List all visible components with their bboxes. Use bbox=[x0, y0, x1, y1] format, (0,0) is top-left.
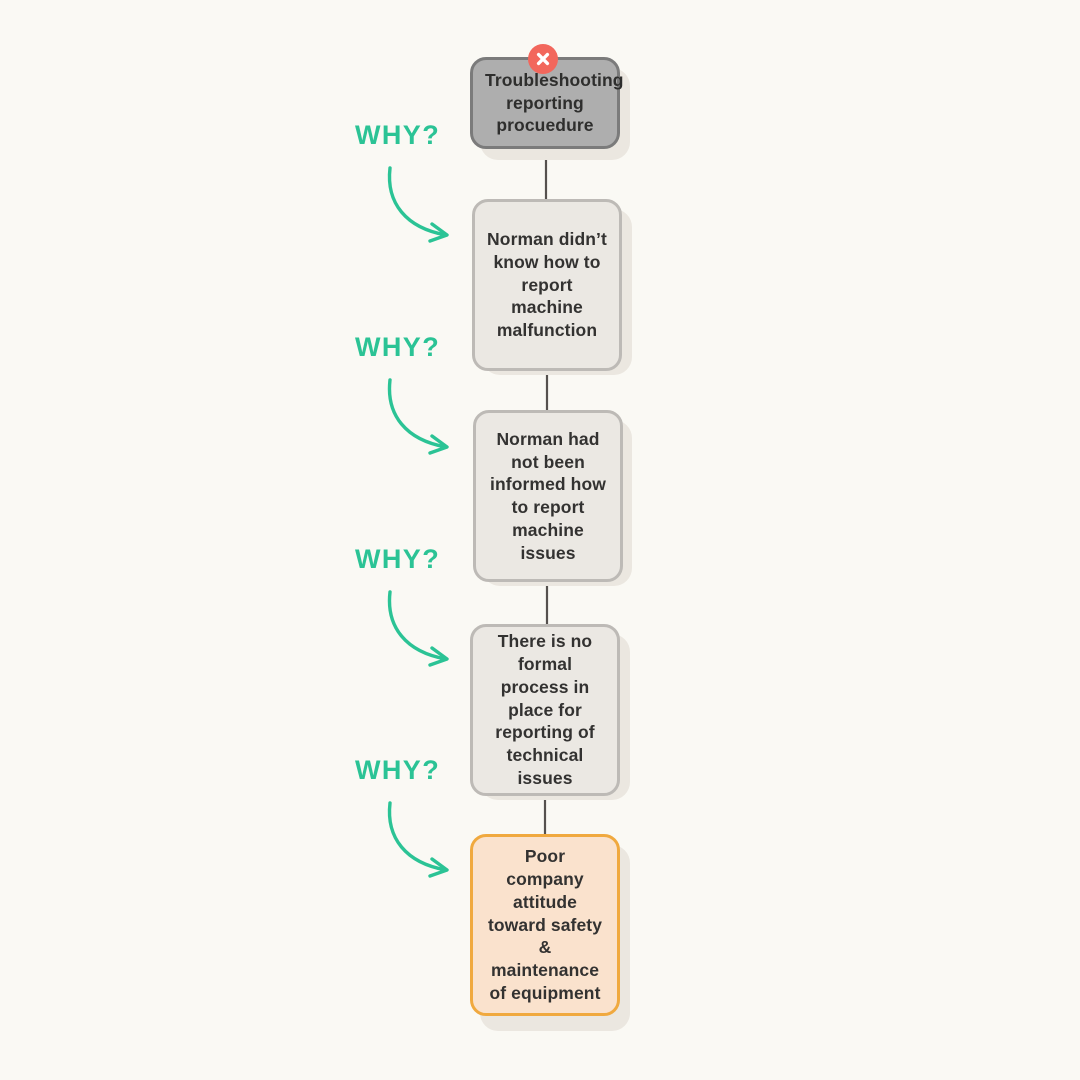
why-label-2: WHY? bbox=[355, 332, 441, 362]
why-arrow-2 bbox=[387, 378, 449, 455]
node-why-3[interactable]: There is no formal process in place for … bbox=[470, 624, 620, 796]
why-label-3: WHY? bbox=[355, 544, 441, 574]
why-arrow-3 bbox=[387, 590, 449, 667]
why-label-4: WHY? bbox=[355, 755, 441, 785]
error-badge[interactable] bbox=[528, 44, 558, 74]
node-label: Troubleshooting reporting procuedure bbox=[485, 69, 624, 136]
why-label-1: WHY? bbox=[355, 120, 441, 150]
node-root-cause[interactable]: Poor company attitude toward safety & ma… bbox=[470, 834, 620, 1016]
node-label: Poor company attitude toward safety & ma… bbox=[487, 846, 603, 1003]
node-why-1[interactable]: Norman didn’t know how to report machine… bbox=[472, 199, 622, 371]
node-label: Norman didn’t know how to report machine… bbox=[487, 229, 607, 341]
why-arrow-1 bbox=[387, 166, 449, 243]
x-close-icon bbox=[536, 52, 550, 66]
node-label: There is no formal process in place for … bbox=[495, 631, 595, 788]
why-arrow-4 bbox=[387, 801, 449, 878]
node-why-2[interactable]: Norman had not been informed how to repo… bbox=[473, 410, 623, 582]
node-label: Norman had not been informed how to repo… bbox=[490, 428, 606, 563]
